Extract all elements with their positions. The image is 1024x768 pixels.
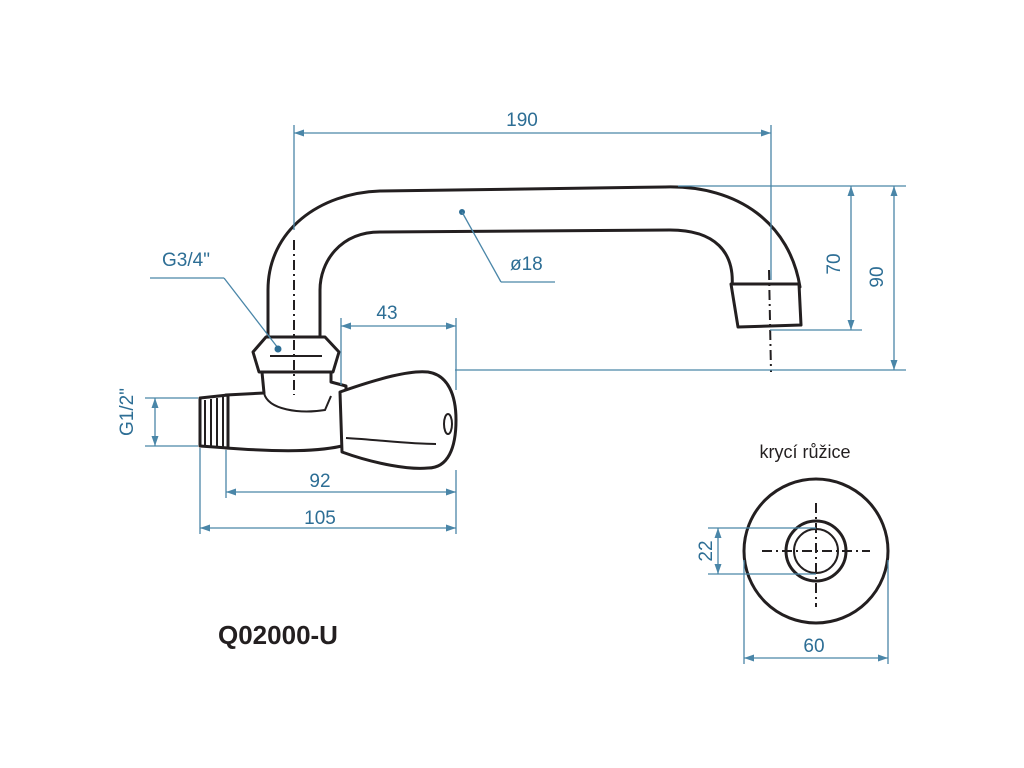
dim-inlet-thread-label: G1/2"	[117, 388, 138, 436]
rosette-view	[742, 477, 890, 625]
dim-total-length: 105	[199, 448, 457, 534]
dim-rosette-diameter-label: 60	[803, 636, 824, 657]
dim-nut-thread-label: G3/4"	[162, 250, 210, 271]
dim-body-length-label: 92	[309, 471, 330, 492]
dim-inlet-thread: G1/2"	[117, 388, 198, 447]
dim-rosette-bore-label: 22	[696, 540, 717, 561]
vertical-centerline-right	[768, 269, 772, 373]
dim-nut-thread: G3/4"	[150, 250, 282, 353]
dim-spout-width: 190	[293, 110, 772, 280]
spout-aerator	[729, 282, 803, 329]
dim-rosette-diameter: 60	[743, 560, 889, 664]
spout-pipe	[266, 185, 802, 347]
dim-pipe-diameter: ø18	[459, 209, 555, 283]
dim-handle-offset-label: 43	[376, 303, 397, 324]
valve-handle	[338, 370, 458, 470]
dim-body-length: 92	[225, 450, 457, 498]
dim-spout-drop-outer-label: 90	[867, 266, 888, 287]
dim-handle-offset: 43	[340, 303, 457, 390]
product-code: Q02000-U	[218, 620, 338, 650]
dim-pipe-diameter-label: ø18	[510, 254, 543, 275]
rosette-title: krycí růžice	[759, 442, 850, 462]
dim-total-length-label: 105	[304, 508, 336, 529]
dim-rosette-bore: 22	[696, 527, 816, 575]
dim-spout-drop: 70 90	[455, 185, 906, 371]
dim-spout-drop-inner-label: 70	[824, 253, 845, 274]
dim-spout-width-label: 190	[506, 110, 538, 131]
union-nut	[251, 335, 341, 374]
inlet-thread	[198, 393, 230, 450]
valve-body	[224, 370, 348, 453]
